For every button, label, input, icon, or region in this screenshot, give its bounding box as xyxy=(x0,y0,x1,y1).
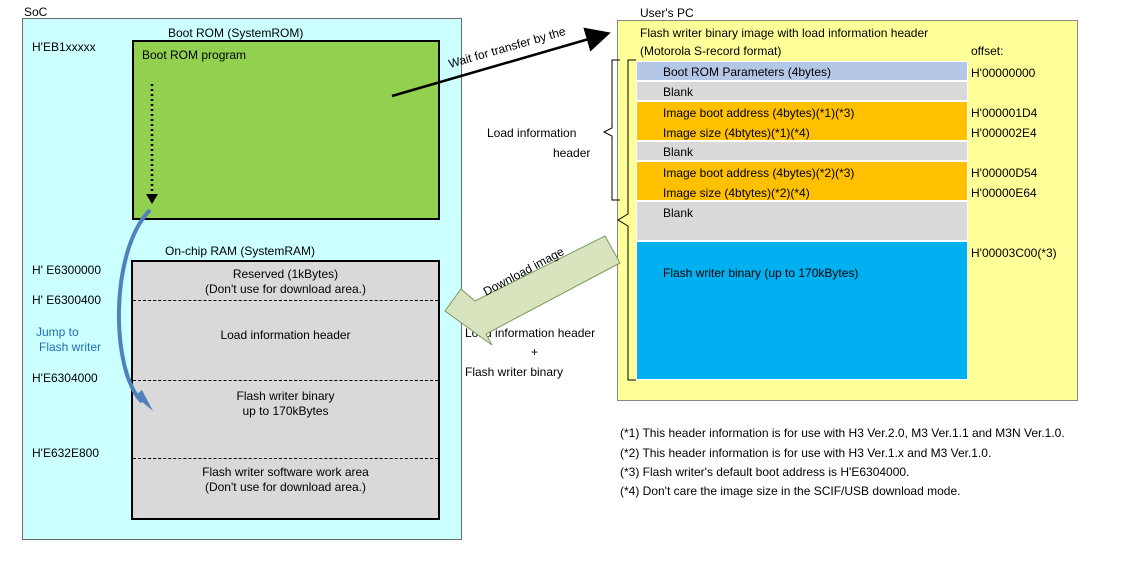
block-boot-rom-params: Boot ROM Parameters (4bytes) xyxy=(636,61,968,81)
ram-header-section: Load information header xyxy=(133,328,438,343)
offset-value: H'00000000 xyxy=(971,66,1036,80)
wait-transfer-arrow xyxy=(391,27,611,98)
jump-label: Jump to xyxy=(36,325,79,339)
ram-reserved-label: Reserved (1kBytes) xyxy=(232,267,339,281)
download-arrow xyxy=(444,235,621,346)
ram-work-note: (Don't use for download area.) xyxy=(204,480,367,494)
footnote-3: (*3) Flash writer's default boot address… xyxy=(620,465,910,479)
address-binary: H'E6304000 xyxy=(32,371,98,385)
block-label: Blank xyxy=(663,145,694,159)
ram-binary-label: Flash writer binary xyxy=(236,389,335,403)
block-label: Image boot address (4bytes)(*2)(*3) xyxy=(663,166,855,180)
block-label: Flash writer binary (up to 170kBytes) xyxy=(663,266,859,280)
block-label: Blank xyxy=(663,206,694,220)
block-label: Boot ROM Parameters (4bytes) xyxy=(663,65,832,79)
pc-label: User's PC xyxy=(640,6,694,20)
boot-rom-title: Boot ROM (SystemROM) xyxy=(168,26,304,40)
block-blank: Blank xyxy=(636,141,968,161)
jump-label-2: Flash writer xyxy=(39,340,102,354)
on-chip-ram-block: Reserved (1kBytes) (Don't use for downlo… xyxy=(131,260,440,520)
boot-flow-arrowhead xyxy=(146,194,158,204)
address-header: H' E6300400 xyxy=(32,293,102,307)
offset-value: H'00000E64 xyxy=(971,186,1037,200)
header-brace xyxy=(602,59,620,201)
block-blank: Blank xyxy=(636,201,968,241)
ram-title: On-chip RAM (SystemRAM) xyxy=(165,244,316,258)
ram-reserved-section: Reserved (1kBytes) (Don't use for downlo… xyxy=(133,267,438,297)
block-header-1: Image boot address (4bytes)(*1)(*3) Imag… xyxy=(636,101,968,141)
transfer-label-2: Flash writer binary xyxy=(465,365,564,379)
boot-rom-block: Boot ROM program xyxy=(132,40,440,220)
footnote-4: (*4) Don't care the image size in the SC… xyxy=(620,484,961,498)
block-flash-writer-binary: Flash writer binary (up to 170kBytes) xyxy=(636,241,968,380)
footnote-2: (*2) This header information is for use … xyxy=(620,446,992,460)
offset-value: H'00003C00(*3) xyxy=(971,246,1057,260)
jump-arrow xyxy=(116,208,152,404)
ram-binary-size: up to 170kBytes xyxy=(242,404,329,418)
block-label: Image size (4btytes)(*1)(*4) xyxy=(663,126,810,140)
brace-label: Load information xyxy=(487,126,577,140)
ram-reserved-note: (Don't use for download area.) xyxy=(204,282,367,296)
block-label: Image size (4btytes)(*2)(*4) xyxy=(663,186,810,200)
address-ram-start: H' E6300000 xyxy=(32,263,102,277)
image-title: Flash writer binary image with load info… xyxy=(640,26,929,40)
soc-label: SoC xyxy=(24,5,48,19)
transfer-plus: + xyxy=(531,345,539,359)
offset-value: H'000001D4 xyxy=(971,106,1038,120)
block-label: Blank xyxy=(663,85,694,99)
block-blank: Blank xyxy=(636,81,968,101)
outer-brace xyxy=(617,59,636,381)
offset-header: offset: xyxy=(971,44,1004,58)
ram-divider xyxy=(133,300,438,301)
boot-rom-program-label: Boot ROM program xyxy=(142,48,247,62)
block-header-2: Image boot address (4bytes)(*2)(*3) Imag… xyxy=(636,161,968,201)
ram-binary-section: Flash writer binary up to 170kBytes xyxy=(133,389,438,419)
image-format: (Motorola S-record format) xyxy=(640,44,782,58)
address-work-area: H'E632E800 xyxy=(32,446,100,460)
footnote-1: (*1) This header information is for use … xyxy=(620,426,1065,440)
ram-work-section: Flash writer software work area (Don't u… xyxy=(133,465,438,495)
offset-value: H'000002E4 xyxy=(971,126,1037,140)
brace-label-2: header xyxy=(553,146,591,160)
jump-arrowhead xyxy=(135,390,153,411)
ram-work-label: Flash writer software work area xyxy=(202,465,369,479)
ram-divider xyxy=(133,380,438,381)
ram-header-label: Load information header xyxy=(220,328,351,342)
offset-value: H'00000D54 xyxy=(971,166,1038,180)
block-label: Image boot address (4bytes)(*1)(*3) xyxy=(663,106,855,120)
ram-divider xyxy=(133,458,438,459)
address-boot-rom: H'EB1xxxxx xyxy=(32,40,96,54)
transfer-label: Load information header xyxy=(465,326,596,340)
